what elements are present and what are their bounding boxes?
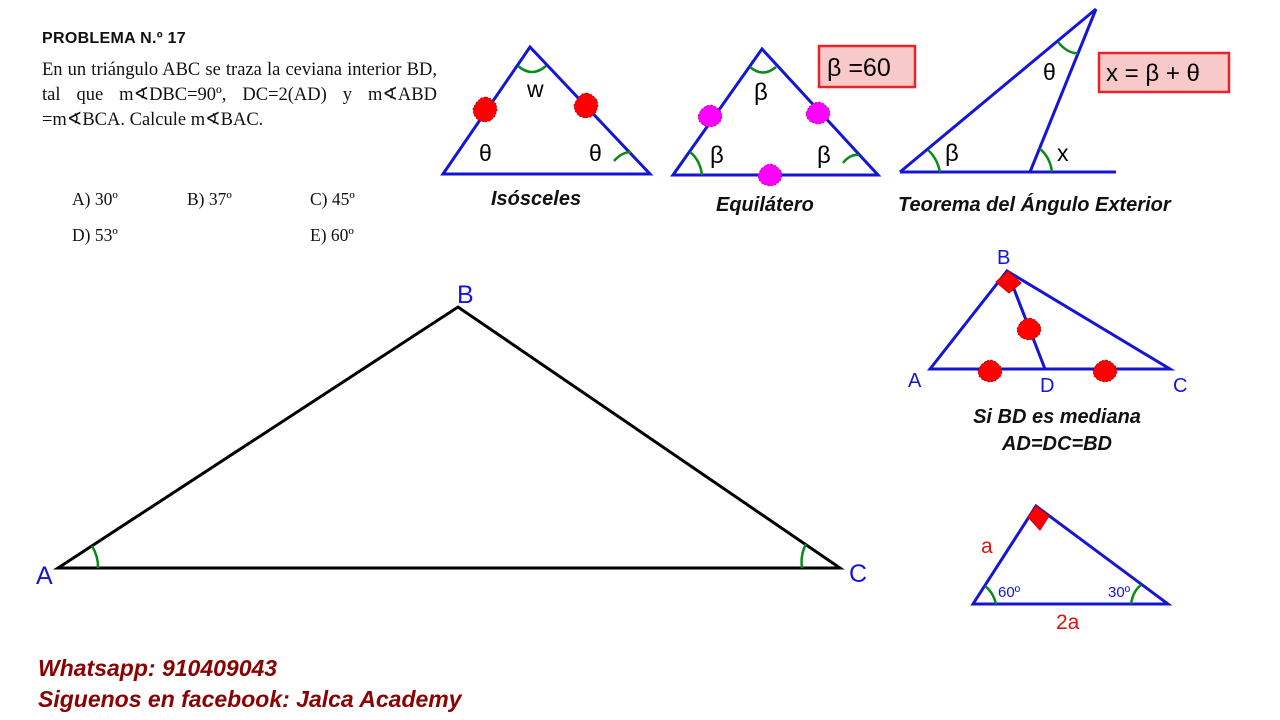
formula-box xyxy=(1097,51,1231,94)
side-label-a: a xyxy=(981,535,993,558)
tick-mark-icon xyxy=(805,101,831,125)
option-label: E) xyxy=(310,225,327,245)
option-label: A) xyxy=(72,189,91,209)
angle-arc-top xyxy=(517,65,547,74)
problem-title: PROBLEMA N.º 17 xyxy=(42,30,186,47)
option-value: 37º xyxy=(208,189,232,209)
angle-label-exterior: x xyxy=(1057,140,1069,166)
special-triangle-diagram: a 2a 60º 30º xyxy=(970,503,1173,634)
angle-label-left: β xyxy=(710,142,724,169)
equilateral-diagram: β β β Equilátero β =60 xyxy=(670,44,917,216)
angle-arc-right xyxy=(842,153,860,164)
median-caption-line1: Si BD es mediana xyxy=(973,406,1141,428)
problem-text: En un triángulo ABC se traza la ceviana … xyxy=(42,60,437,130)
facebook-contact: Siguenos en facebook: Jalca Academy xyxy=(38,686,462,712)
angle-arc-a xyxy=(90,545,100,569)
angle-label-top: θ xyxy=(1043,59,1056,85)
right-angle-icon xyxy=(1027,505,1050,531)
tick-mark-icon xyxy=(977,359,1003,383)
option-value: 30º xyxy=(94,189,118,209)
special-triangle-outline xyxy=(970,503,1173,606)
vertex-label-c: C xyxy=(1173,375,1187,397)
option-a: A) 30º xyxy=(72,189,118,210)
angle-label-top: w xyxy=(526,76,544,102)
angle-label-30: 30º xyxy=(1108,584,1131,601)
angle-arc-left xyxy=(689,151,704,176)
vertex-label-c: C xyxy=(849,560,867,588)
angle-label-top: β xyxy=(754,79,768,106)
option-b: B) 37º xyxy=(187,189,232,210)
option-d: D) 53º xyxy=(72,225,118,246)
vertex-label-a: A xyxy=(908,370,922,392)
median-diagram: A B C D Si BD es mediana AD=DC=BD xyxy=(908,247,1187,455)
angle-arc-left xyxy=(927,149,942,173)
vertex-label-b: B xyxy=(457,281,474,309)
side-label-2a: 2a xyxy=(1056,611,1080,634)
tick-mark-icon xyxy=(472,96,498,123)
exterior-angle-caption: Teorema del Ángulo Exterior xyxy=(898,193,1172,216)
option-value: 60º xyxy=(330,225,354,245)
side-line xyxy=(1028,8,1098,173)
median-triangle-outline xyxy=(926,269,1176,371)
angle-arc-30 xyxy=(1129,584,1142,605)
angle-label-right: β xyxy=(817,142,831,169)
angle-label-60: 60º xyxy=(998,584,1021,601)
option-label: C) xyxy=(310,189,328,209)
option-value: 53º xyxy=(94,225,118,245)
right-angle-icon xyxy=(995,270,1022,294)
exterior-angle-diagram: β θ x Teorema del Ángulo Exterior x = β … xyxy=(898,7,1231,216)
median-caption-line2: AD=DC=BD xyxy=(1001,433,1112,455)
angle-label-left: β xyxy=(945,140,959,167)
option-label: D) xyxy=(72,225,91,245)
option-e: E) 60º xyxy=(310,225,354,246)
angle-arc-top xyxy=(1057,41,1079,55)
beta-note-box xyxy=(817,44,917,89)
angle-label-right: θ xyxy=(589,140,602,166)
option-c: C) 45º xyxy=(310,189,355,210)
equilateral-caption: Equilátero xyxy=(716,194,814,216)
angle-arc-exterior xyxy=(1039,148,1054,173)
vertex-label-d: D xyxy=(1040,375,1054,397)
isosceles-caption: Isósceles xyxy=(491,188,581,210)
tick-mark-icon xyxy=(1016,317,1042,341)
angle-label-left: θ xyxy=(479,140,492,166)
main-triangle-outline xyxy=(52,305,845,570)
angle-arc-c xyxy=(800,543,808,569)
vertex-label-b: B xyxy=(997,247,1010,269)
angle-arc-60 xyxy=(984,585,998,605)
whatsapp-contact: Whatsapp: 910409043 xyxy=(38,655,278,681)
side-line xyxy=(899,7,1097,174)
tick-mark-icon xyxy=(757,163,783,187)
option-value: 45º xyxy=(331,189,355,209)
angle-arc-top xyxy=(749,66,777,74)
main-triangle: A B C xyxy=(36,281,867,590)
tick-mark-icon xyxy=(1092,359,1118,383)
problem-block: PROBLEMA N.º 17 En un triángulo ABC se t… xyxy=(42,30,437,133)
vertex-label-a: A xyxy=(36,562,53,590)
formula-text: x = β + θ xyxy=(1106,60,1200,87)
tick-mark-icon xyxy=(697,104,723,128)
option-label: B) xyxy=(187,189,205,209)
isosceles-diagram: w θ θ Isósceles xyxy=(440,44,654,210)
angle-arc-right xyxy=(613,150,632,162)
tick-mark-icon xyxy=(573,92,599,119)
beta-note: β =60 xyxy=(827,54,891,82)
